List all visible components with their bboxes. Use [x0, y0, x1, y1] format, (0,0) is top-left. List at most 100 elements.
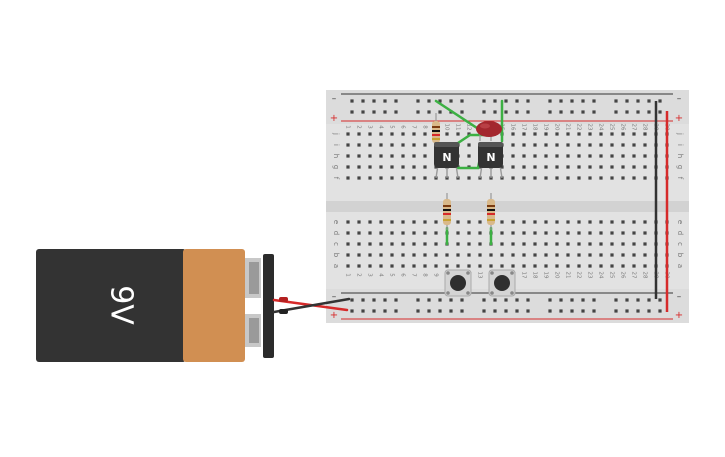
terminal-hole[interactable] [434, 220, 438, 224]
rail-hole[interactable] [504, 298, 508, 302]
rail-hole[interactable] [570, 298, 574, 302]
terminal-hole[interactable] [643, 264, 647, 268]
terminal-hole[interactable] [621, 165, 625, 169]
terminal-hole[interactable] [412, 264, 416, 268]
terminal-hole[interactable] [346, 231, 350, 235]
rail-hole[interactable] [636, 298, 640, 302]
terminal-hole[interactable] [610, 231, 614, 235]
rail-hole[interactable] [350, 298, 354, 302]
terminal-hole[interactable] [643, 253, 647, 257]
rail-hole[interactable] [592, 99, 596, 103]
terminal-hole[interactable] [390, 253, 394, 257]
terminal-hole[interactable] [588, 176, 592, 180]
terminal-hole[interactable] [544, 264, 548, 268]
terminal-hole[interactable] [522, 242, 526, 246]
rail-hole[interactable] [361, 99, 365, 103]
rail-hole[interactable] [416, 110, 420, 114]
terminal-hole[interactable] [379, 154, 383, 158]
terminal-hole[interactable] [412, 176, 416, 180]
terminal-hole[interactable] [346, 242, 350, 246]
rail-hole[interactable] [460, 110, 464, 114]
rail-hole[interactable] [372, 309, 376, 313]
terminal-hole[interactable] [478, 231, 482, 235]
rail-hole[interactable] [416, 99, 420, 103]
terminal-hole[interactable] [643, 143, 647, 147]
terminal-hole[interactable] [379, 165, 383, 169]
terminal-hole[interactable] [467, 176, 471, 180]
terminal-hole[interactable] [423, 143, 427, 147]
terminal-hole[interactable] [379, 264, 383, 268]
terminal-hole[interactable] [533, 231, 537, 235]
terminal-hole[interactable] [423, 242, 427, 246]
terminal-hole[interactable] [599, 176, 603, 180]
rail-hole[interactable] [636, 99, 640, 103]
rail-hole[interactable] [614, 309, 618, 313]
terminal-hole[interactable] [632, 154, 636, 158]
terminal-hole[interactable] [555, 176, 559, 180]
terminal-hole[interactable] [357, 176, 361, 180]
terminal-hole[interactable] [434, 253, 438, 257]
terminal-hole[interactable] [379, 132, 383, 136]
terminal-hole[interactable] [467, 220, 471, 224]
terminal-hole[interactable] [599, 264, 603, 268]
terminal-hole[interactable] [368, 132, 372, 136]
terminal-hole[interactable] [632, 220, 636, 224]
terminal-hole[interactable] [522, 231, 526, 235]
terminal-hole[interactable] [610, 165, 614, 169]
rail-hole[interactable] [394, 99, 398, 103]
terminal-hole[interactable] [368, 231, 372, 235]
terminal-hole[interactable] [599, 154, 603, 158]
rail-hole[interactable] [394, 298, 398, 302]
terminal-hole[interactable] [610, 143, 614, 147]
terminal-hole[interactable] [621, 143, 625, 147]
terminal-hole[interactable] [357, 154, 361, 158]
terminal-hole[interactable] [544, 176, 548, 180]
rail-hole[interactable] [581, 309, 585, 313]
terminal-hole[interactable] [357, 132, 361, 136]
terminal-hole[interactable] [632, 176, 636, 180]
terminal-hole[interactable] [522, 220, 526, 224]
terminal-hole[interactable] [632, 231, 636, 235]
terminal-hole[interactable] [610, 253, 614, 257]
rail-hole[interactable] [350, 110, 354, 114]
terminal-hole[interactable] [445, 253, 449, 257]
terminal-hole[interactable] [401, 253, 405, 257]
rail-hole[interactable] [570, 110, 574, 114]
terminal-hole[interactable] [434, 231, 438, 235]
terminal-hole[interactable] [379, 253, 383, 257]
rail-hole[interactable] [647, 309, 651, 313]
terminal-hole[interactable] [522, 154, 526, 158]
rail-hole[interactable] [438, 309, 442, 313]
capacitor[interactable] [476, 121, 502, 141]
rail-hole[interactable] [394, 110, 398, 114]
terminal-hole[interactable] [357, 220, 361, 224]
terminal-hole[interactable] [412, 143, 416, 147]
battery-9v[interactable]: 9V [36, 249, 274, 362]
terminal-hole[interactable] [412, 253, 416, 257]
terminal-hole[interactable] [577, 231, 581, 235]
terminal-hole[interactable] [577, 165, 581, 169]
terminal-hole[interactable] [533, 220, 537, 224]
rail-hole[interactable] [350, 309, 354, 313]
terminal-hole[interactable] [522, 264, 526, 268]
transistor-right[interactable]: N [478, 142, 503, 179]
terminal-hole[interactable] [423, 253, 427, 257]
terminal-hole[interactable] [577, 154, 581, 158]
terminal-hole[interactable] [401, 165, 405, 169]
rail-hole[interactable] [482, 298, 486, 302]
terminal-hole[interactable] [621, 242, 625, 246]
terminal-hole[interactable] [610, 220, 614, 224]
rail-hole[interactable] [526, 298, 530, 302]
terminal-hole[interactable] [588, 253, 592, 257]
terminal-hole[interactable] [566, 154, 570, 158]
rail-hole[interactable] [658, 309, 662, 313]
terminal-hole[interactable] [500, 264, 504, 268]
rail-hole[interactable] [460, 99, 464, 103]
rail-hole[interactable] [625, 110, 629, 114]
terminal-hole[interactable] [346, 264, 350, 268]
terminal-hole[interactable] [522, 165, 526, 169]
rail-hole[interactable] [647, 99, 651, 103]
terminal-hole[interactable] [379, 242, 383, 246]
terminal-hole[interactable] [522, 132, 526, 136]
terminal-hole[interactable] [577, 176, 581, 180]
